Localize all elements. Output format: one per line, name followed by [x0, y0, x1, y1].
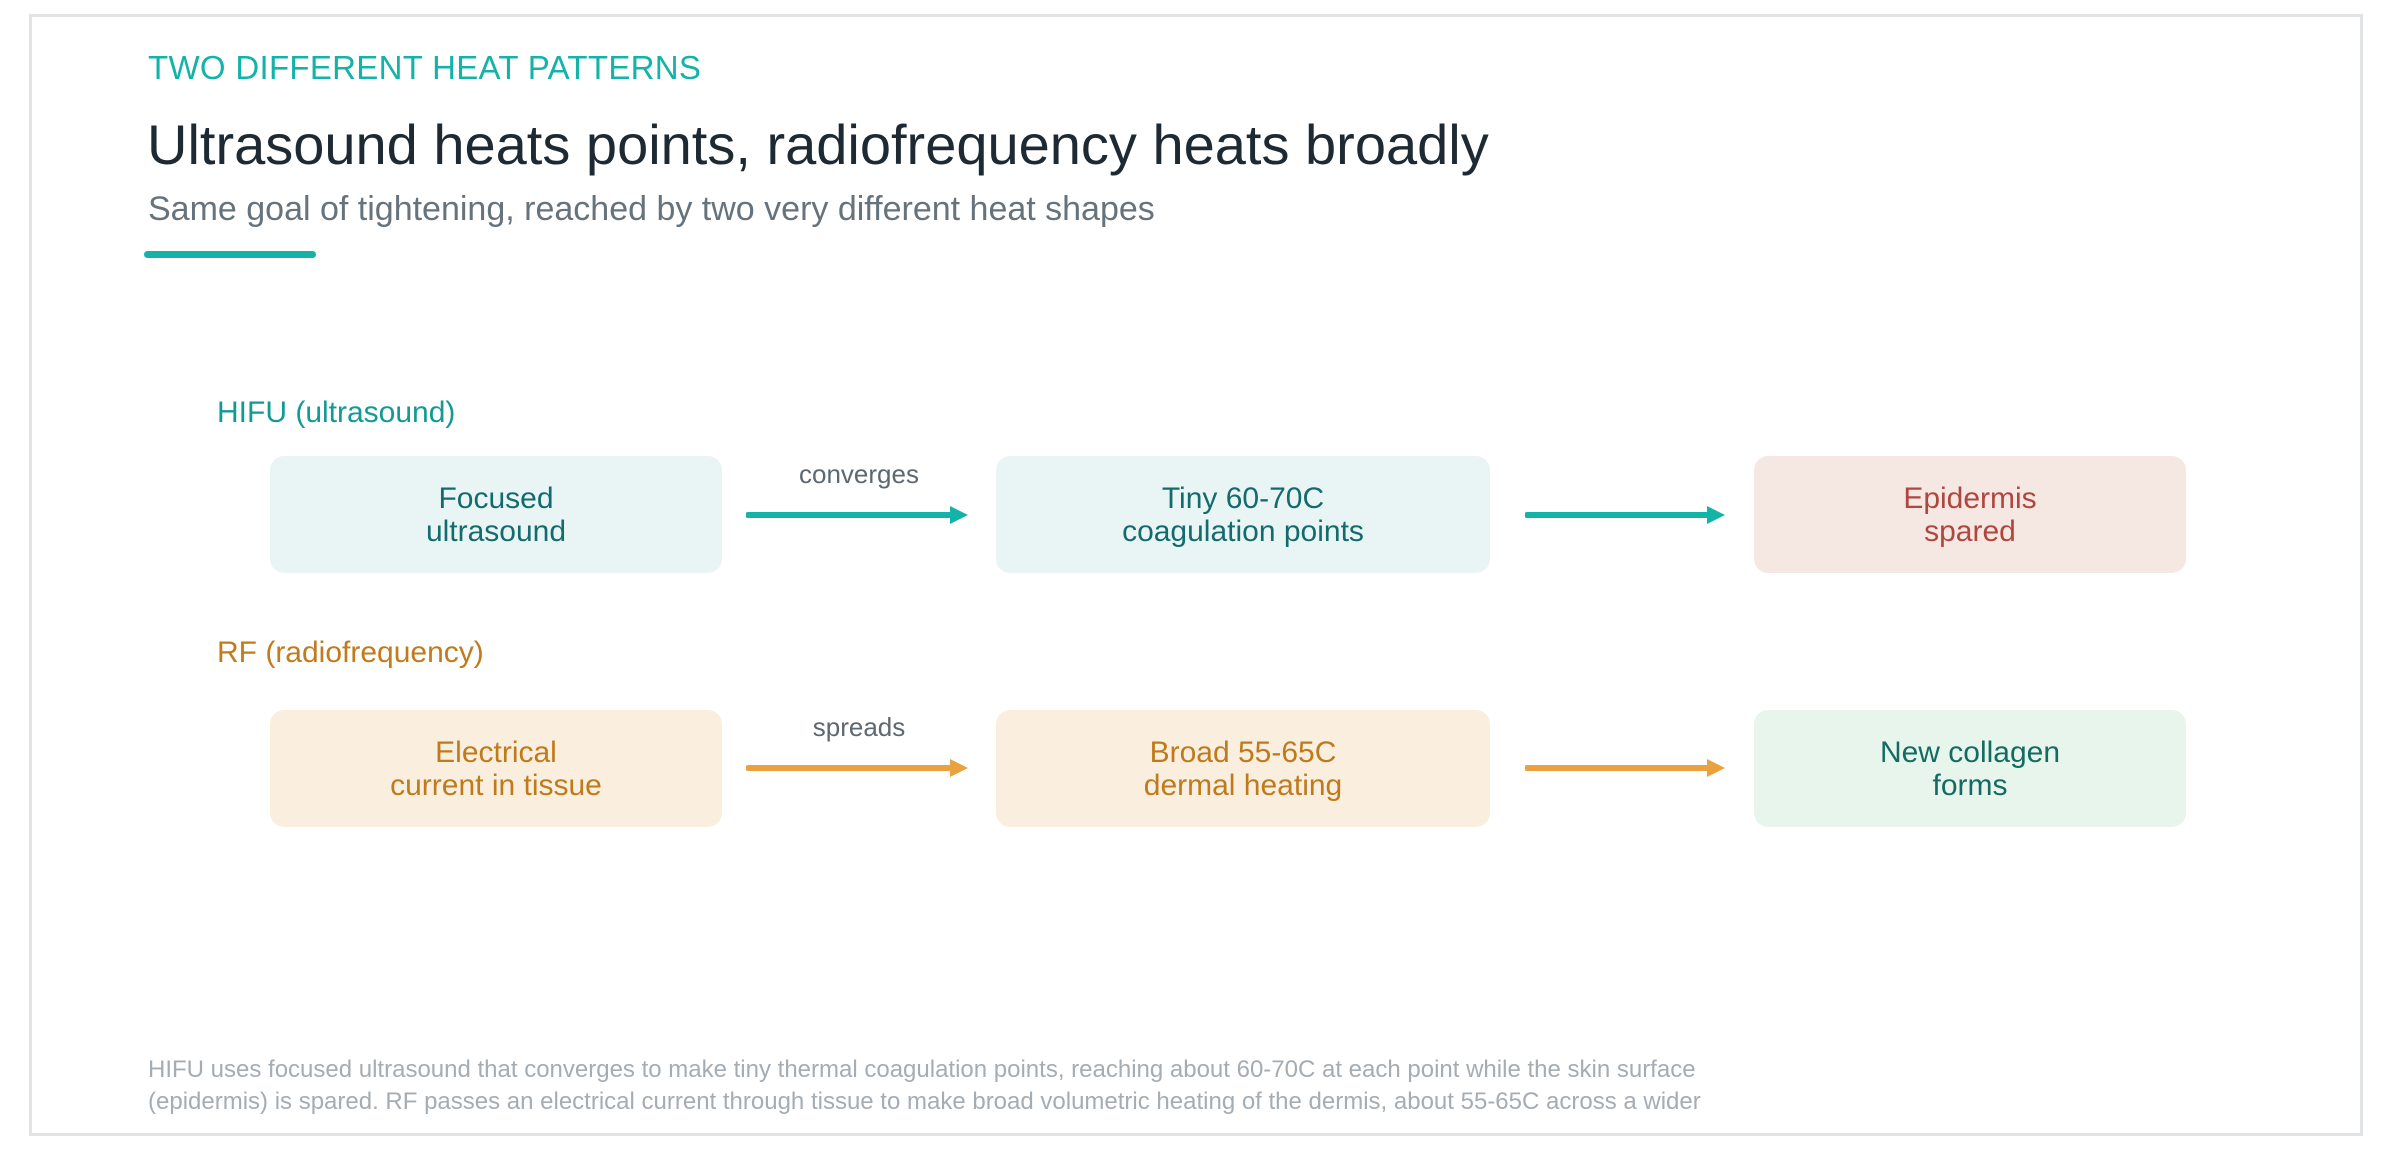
rf-step-1-line-1: Electrical	[435, 735, 557, 769]
hifu-step-epidermis-spared: Epidermis spared	[1754, 456, 2186, 573]
rf-edge-label-spreads: spreads	[812, 712, 906, 742]
hifu-step-2-line-2: coagulation points	[1122, 514, 1364, 548]
rf-step-new-collagen: New collagen forms	[1754, 710, 2186, 827]
footnote-line-2: (epidermis) is spared. RF passes an elec…	[148, 1088, 1701, 1115]
row-label-rf: RF (radiofrequency)	[217, 636, 484, 669]
page-title: Ultrasound heats points, radiofrequency …	[147, 113, 1489, 176]
eyebrow-label: TWO DIFFERENT HEAT PATTERNS	[148, 49, 702, 86]
rf-arrow-1	[746, 758, 970, 778]
footnote: HIFU uses focused ultrasound that conver…	[148, 1054, 1748, 1118]
hifu-step-coagulation-points: Tiny 60-70C coagulation points	[996, 456, 1490, 573]
hifu-step-1-line-2: ultrasound	[425, 514, 567, 548]
slide-frame	[29, 14, 2363, 1136]
accent-underline	[144, 251, 316, 258]
hifu-step-3-line-1: Epidermis	[1903, 481, 2037, 515]
hifu-step-2-line-1: Tiny 60-70C	[1161, 481, 1325, 515]
hifu-arrow-2	[1525, 505, 1727, 525]
rf-step-3-line-2: forms	[1932, 768, 2008, 802]
hifu-edge-label-converges: converges	[799, 459, 919, 489]
row-label-hifu: HIFU (ultrasound)	[217, 396, 456, 429]
rf-step-3-line-1: New collagen	[1879, 735, 2061, 769]
hifu-arrow-1	[746, 505, 970, 525]
rf-step-2-line-2: dermal heating	[1143, 768, 1343, 802]
hifu-step-3-line-2: spared	[1924, 514, 2016, 548]
rf-step-2-line-1: Broad 55-65C	[1149, 735, 1337, 769]
rf-step-dermal-heating: Broad 55-65C dermal heating	[996, 710, 1490, 827]
rf-arrow-2	[1525, 758, 1727, 778]
rf-step-1-line-2: current in tissue	[390, 768, 602, 802]
hifu-step-focused-ultrasound: Focused ultrasound	[270, 456, 722, 573]
rf-step-electrical-current: Electrical current in tissue	[270, 710, 722, 827]
footnote-line-1: HIFU uses focused ultrasound that conver…	[148, 1056, 1696, 1083]
page-subtitle: Same goal of tightening, reached by two …	[148, 190, 1155, 228]
hifu-step-1-line-1: Focused	[438, 481, 554, 515]
